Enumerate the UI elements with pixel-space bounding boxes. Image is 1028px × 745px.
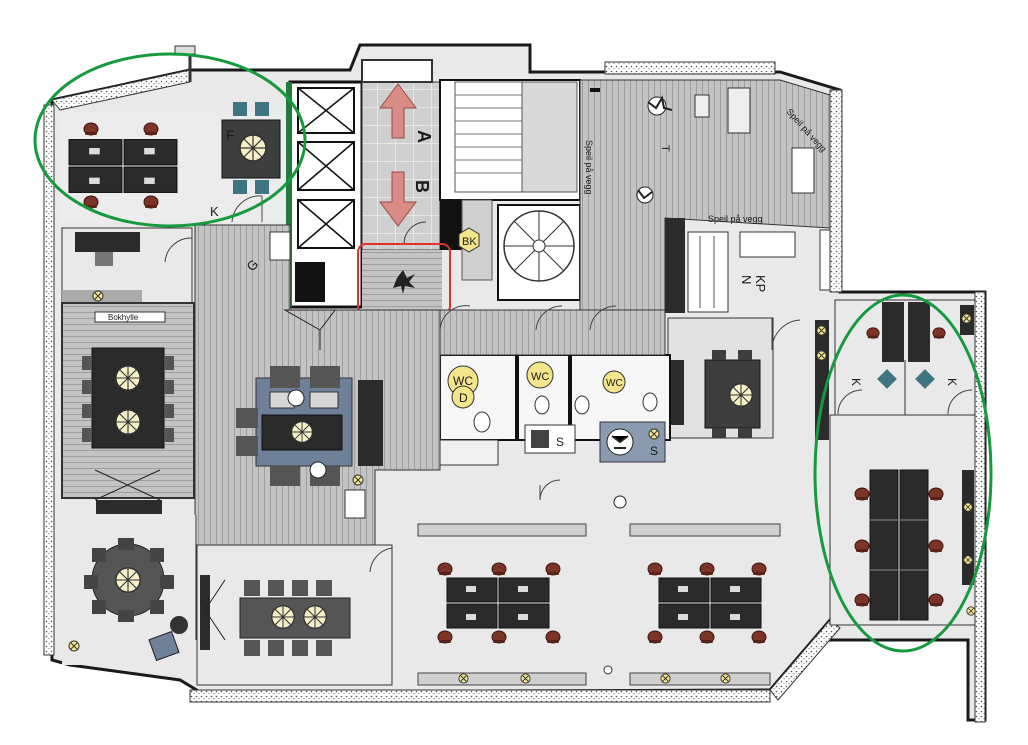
arrow-label-a: A xyxy=(414,130,434,143)
elevator-shafts xyxy=(286,80,364,309)
wc-block: WC D WC WC S S xyxy=(407,305,671,466)
room-top-right: T Speil på vegg Speil på vegg Speil på v… xyxy=(579,61,831,357)
zone-label-t: T xyxy=(659,145,671,152)
zone-label-s-1: S xyxy=(556,435,564,449)
wall-note-speil-1: Speil på vegg xyxy=(584,140,594,195)
arrow-label-b: B xyxy=(412,180,432,193)
lounge xyxy=(236,366,383,519)
room-left-office xyxy=(61,227,193,304)
zone-label-k-top-left: K xyxy=(210,204,219,219)
library-room: Bokhylle xyxy=(61,302,195,514)
zone-label-n: N xyxy=(739,275,754,284)
zone-label-k-right-1: K xyxy=(849,378,863,386)
zone-label-k-right-2: K xyxy=(945,378,959,386)
zone-label-s-2: S xyxy=(650,444,658,458)
badge-bk-label: BK xyxy=(462,236,477,248)
room-bottom-left xyxy=(62,515,197,665)
zone-label-d: D xyxy=(459,391,468,405)
zone-label-kp: KP xyxy=(753,275,768,292)
zone-label-k-right-3: K xyxy=(990,719,991,721)
meeting-room-bottom xyxy=(196,544,393,686)
badge-wc-1: WC xyxy=(453,374,473,388)
corridor-arrows: A B xyxy=(361,59,441,251)
badge-wc-3: WC xyxy=(606,378,623,389)
room-top-left: F K xyxy=(60,102,290,223)
highlight-ellipse-right xyxy=(813,293,993,653)
wall-note-bokhylle: Bokhylle xyxy=(108,313,139,322)
open-office xyxy=(417,479,781,686)
zone-label-f: F xyxy=(226,127,235,143)
kitchen-area: KP N xyxy=(665,218,831,313)
room-right-offices: K K K xyxy=(815,299,991,721)
highlight-ellipse-top-left xyxy=(33,52,307,228)
wall-note-speil-2: Speil på vegg xyxy=(708,214,763,224)
meeting-room-right xyxy=(667,317,801,439)
selected-room xyxy=(357,243,451,315)
badge-wc-2: WC xyxy=(531,371,549,383)
badge-bk: BK xyxy=(458,227,480,253)
highlight-markers xyxy=(33,52,993,653)
